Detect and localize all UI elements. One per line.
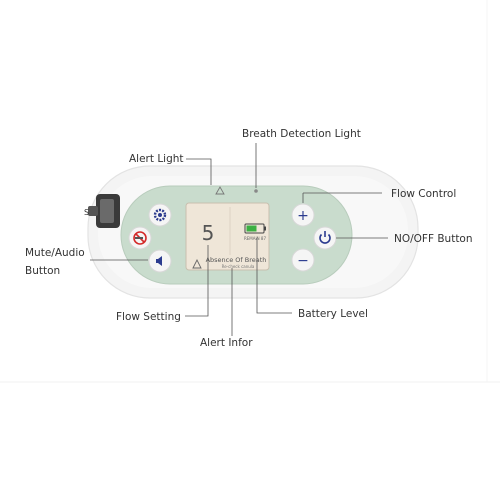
settings-button[interactable]: [148, 203, 172, 227]
no-smoking-icon: [133, 231, 147, 245]
mute-audio-button[interactable]: [148, 249, 172, 273]
svg-text:S: S: [84, 208, 89, 217]
minus-icon: −: [297, 253, 309, 269]
label-mute-audio-line2: Button: [25, 265, 60, 277]
gear-icon: [153, 208, 167, 222]
leader-lines: [90, 143, 388, 336]
label-mute-audio-line1: Mute/Audio: [25, 247, 85, 259]
display-screen: 5 REMAIN 87 Absence Of Breath Re-check c…: [185, 202, 270, 271]
alert-light: [215, 186, 225, 195]
connector-port: S: [84, 194, 120, 228]
flow-value-display: 5: [202, 221, 215, 245]
no-smoking-button[interactable]: [128, 226, 152, 250]
plus-icon: +: [297, 208, 309, 224]
flow-plus-button[interactable]: +: [291, 203, 315, 227]
battery-icon: [244, 223, 266, 234]
alert-submessage: Re-check canula: [222, 264, 255, 269]
battery-remain-text: REMAIN 87: [244, 236, 266, 241]
alert-message: Absence Of Breath: [206, 256, 267, 264]
label-breath-detection-light: Breath Detection Light: [242, 128, 361, 140]
label-alert-light: Alert Light: [129, 153, 184, 165]
flow-minus-button[interactable]: −: [291, 248, 315, 272]
breath-detection-light: [254, 189, 258, 193]
label-power-button: NO/OFF Button: [394, 233, 473, 245]
label-alert-infor: Alert Infor: [200, 337, 253, 349]
warning-icon: [192, 258, 202, 269]
label-flow-control: Flow Control: [391, 188, 456, 200]
labels: Breath Detection Light Alert Light Flow …: [25, 128, 473, 349]
power-button[interactable]: [313, 226, 337, 250]
label-flow-setting: Flow Setting: [116, 311, 181, 323]
power-icon: [319, 231, 331, 244]
speaker-icon: [156, 256, 162, 266]
label-battery-level: Battery Level: [298, 308, 368, 320]
